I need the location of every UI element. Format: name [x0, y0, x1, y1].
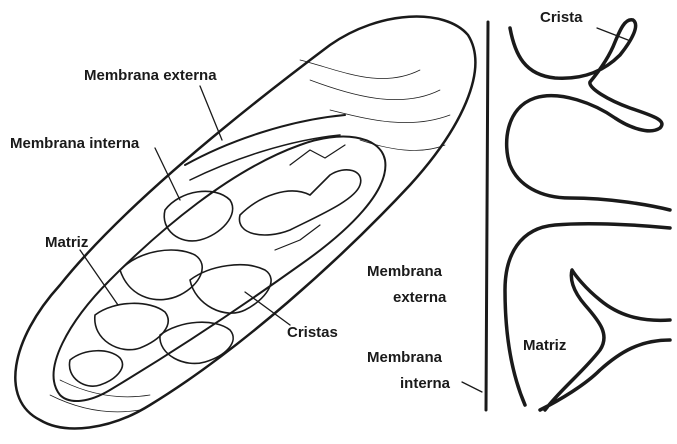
schematic-matrix-label: Matriz	[523, 337, 566, 354]
schematic-inner-membrane-leader	[462, 382, 482, 392]
matrix-label: Matriz	[45, 234, 88, 251]
schematic-inner-membrane-label-line2: interna	[400, 375, 451, 392]
schematic-outer-membrane-label-line2: externa	[393, 289, 447, 306]
membrane-schematic: Crista Membrana externa Membrana interna…	[367, 9, 670, 410]
outer-membrane-line	[486, 22, 488, 410]
crista-label: Crista	[540, 9, 583, 26]
inner-membrane-leader	[155, 148, 180, 200]
cristae-folds	[69, 145, 360, 386]
schematic-outer-membrane-label-line1: Membrana	[367, 263, 443, 280]
inner-membrane-shape	[54, 137, 386, 401]
inner-membrane-label: Membrana interna	[10, 135, 140, 152]
cristae-label: Cristas	[287, 324, 338, 341]
schematic-inner-membrane-label-line1: Membrana	[367, 349, 443, 366]
outer-membrane-label: Membrana externa	[84, 67, 217, 84]
outer-membrane-leader	[200, 86, 222, 140]
mitochondrion-illustration: Membrana externa Membrana interna Matriz…	[10, 17, 475, 429]
crista-leader	[597, 28, 628, 40]
